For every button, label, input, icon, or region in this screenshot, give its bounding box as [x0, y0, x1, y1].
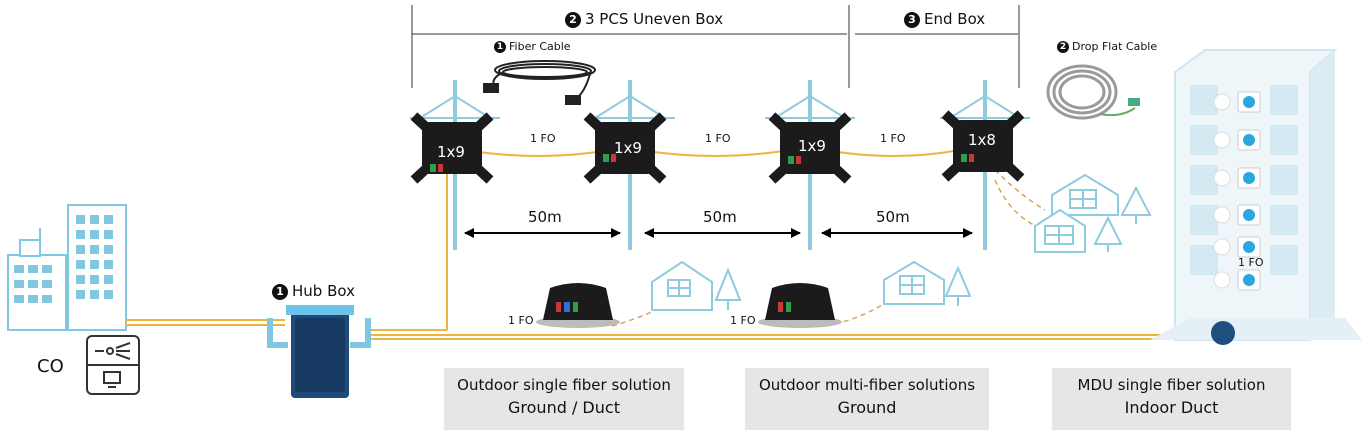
distance-label-3: 50m: [876, 208, 910, 226]
ground-fo-label-2: 1 FO: [730, 314, 756, 327]
splitter-box-2: [583, 112, 667, 184]
section-brackets: [411, 5, 1020, 88]
link-label-1: 1 FO: [530, 132, 556, 145]
splitter-box-3: [768, 112, 852, 184]
ground-fo-label-1: 1 FO: [508, 314, 534, 327]
ground-box-1: [536, 283, 620, 328]
panel-title: MDU single fiber solution: [1077, 376, 1266, 394]
pole-crossarms: [410, 94, 1030, 119]
fiber-cable-coil-icon: [483, 60, 596, 105]
panel-title: Outdoor single fiber solution: [457, 376, 671, 394]
mdu-building-icon: [1150, 49, 1362, 341]
splitter-box-4: [941, 110, 1025, 182]
mdu-fo-label: 1 FO: [1238, 256, 1264, 269]
splitter-ratio-3: 1x9: [798, 137, 826, 155]
ground-box-2: [758, 283, 842, 328]
co-building-icon: [7, 204, 127, 331]
solution-panel-single-fiber: Outdoor single fiber solution Ground / D…: [444, 368, 684, 430]
solution-panel-mdu: MDU single fiber solution Indoor Duct: [1052, 368, 1291, 430]
drop-flat-cable-icon: [1046, 64, 1140, 120]
co-equipment-icon: [86, 335, 140, 395]
co-label: CO: [37, 356, 64, 377]
aerial-cables: [464, 149, 961, 157]
panel-subtitle: Indoor Duct: [1124, 398, 1219, 417]
panel-title: Outdoor multi-fiber solutions: [758, 376, 976, 394]
distance-label-2: 50m: [703, 208, 737, 226]
splitter-ratio-4: 1x8: [968, 131, 996, 149]
link-label-2: 1 FO: [705, 132, 731, 145]
house-icons: [651, 173, 1152, 311]
panel-subtitle: Ground / Duct: [508, 398, 620, 417]
hub-box-icon: [267, 305, 371, 398]
solution-panel-multi-fiber: Outdoor multi-fiber solutions Ground: [745, 368, 989, 430]
link-label-3: 1 FO: [880, 132, 906, 145]
panel-subtitle: Ground: [837, 398, 897, 417]
splitter-box-1: [410, 112, 494, 184]
mdu-outlets: [1211, 91, 1261, 345]
distance-label-1: 50m: [528, 208, 562, 226]
splitter-ratio-2: 1x9: [614, 139, 642, 157]
splitter-ratio-1: 1x9: [437, 143, 465, 161]
